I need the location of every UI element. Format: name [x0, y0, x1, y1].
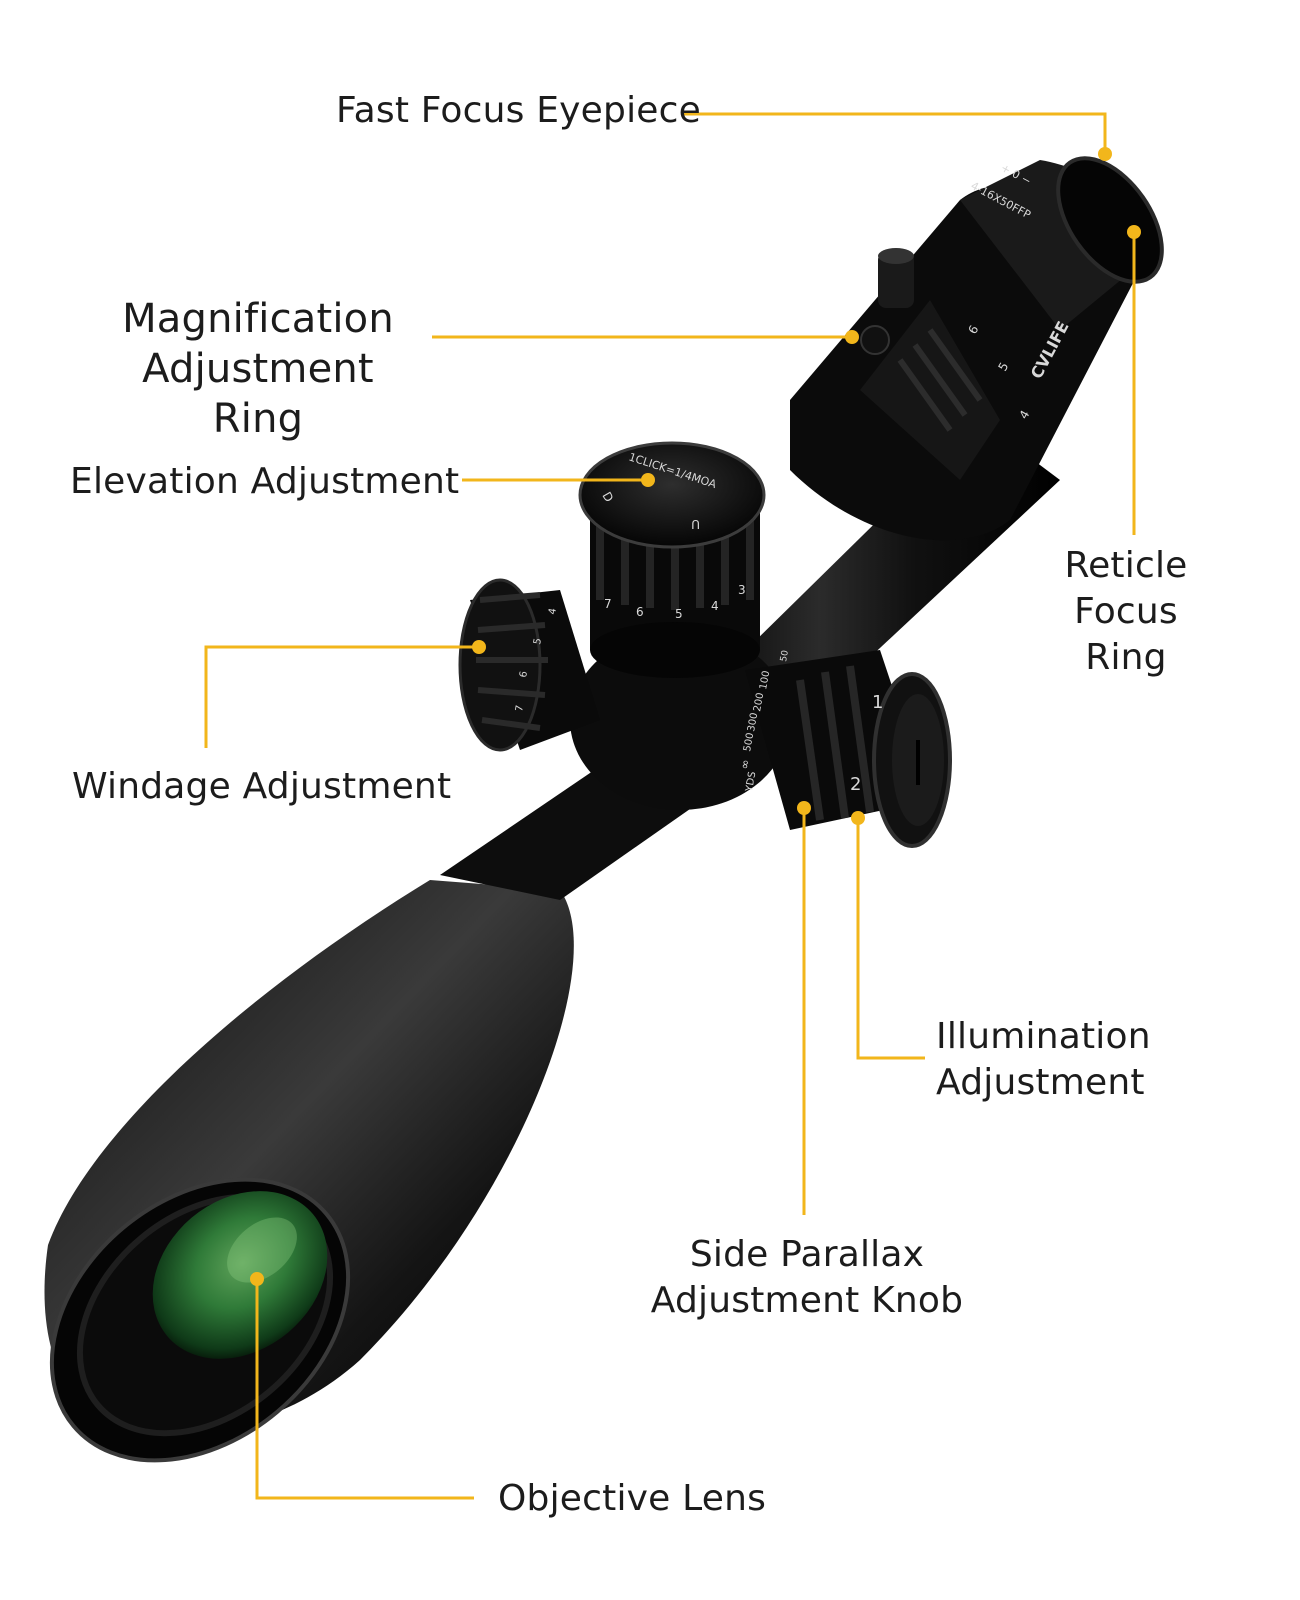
- callout-dot-elevation: [641, 473, 655, 487]
- windage-number: 7: [514, 704, 526, 712]
- callout-dot-windage: [472, 640, 486, 654]
- callout-dot-magnification: [845, 330, 859, 344]
- callout-dot-objective: [250, 1272, 264, 1286]
- callout-dots: [250, 147, 1141, 1286]
- windage-turret: [458, 578, 600, 752]
- parallax-mark: ∞: [737, 758, 753, 770]
- parallax-mark: 50: [779, 649, 791, 662]
- parallax-mark: 200: [752, 692, 766, 713]
- magnification-lever: [860, 248, 914, 355]
- eyepiece-body: [790, 156, 1164, 541]
- callout-dot-illumination: [851, 811, 865, 825]
- parallax-mark: 100: [758, 670, 772, 691]
- windage-number: 4: [547, 607, 559, 615]
- objective-lens-glass: [152, 1191, 328, 1359]
- illumination-number: 1: [872, 692, 883, 713]
- illumination-number: 2: [850, 774, 861, 795]
- elevation-dir-up: U: [691, 517, 700, 531]
- label-fast-focus-eyepiece: Fast Focus Eyepiece: [336, 90, 701, 131]
- label-illumination-adjustment: Illumination Adjustment: [936, 1016, 1151, 1103]
- callout-line-illumination: [856, 818, 925, 1060]
- callout-dot-reticle: [1127, 225, 1141, 239]
- parallax-mark: 500: [742, 732, 756, 753]
- label-reticle-focus-ring: Reticle Focus Ring: [1064, 545, 1188, 678]
- callout-lines: [204, 112, 1136, 1500]
- parallax-mark: YDS: [744, 771, 759, 794]
- elevation-number: 6: [636, 605, 644, 619]
- label-windage-adjustment: Windage Adjustment: [72, 766, 452, 807]
- elevation-number: 5: [675, 607, 683, 621]
- windage-number: 6: [518, 670, 530, 678]
- label-elevation-adjustment: Elevation Adjustment: [70, 461, 460, 502]
- callout-dot-parallax: [797, 801, 811, 815]
- callout-dot-eyepiece: [1098, 147, 1112, 161]
- parallax-mark: 300: [746, 712, 760, 733]
- side-parallax-turret: [745, 650, 952, 848]
- label-side-parallax-adjustment-knob: Side Parallax Adjustment Knob: [650, 1234, 964, 1321]
- objective-bell: [44, 705, 760, 1463]
- label-magnification-adjustment-ring: Magnification Adjustment Ring: [122, 296, 394, 442]
- elevation-number: 3: [738, 583, 746, 597]
- elevation-turret: [578, 441, 766, 678]
- windage-number: 5: [532, 637, 544, 645]
- callout-line-windage: [204, 645, 479, 748]
- label-objective-lens: Objective Lens: [498, 1478, 767, 1519]
- elevation-number: 7: [604, 597, 612, 611]
- callout-line-objective: [255, 1279, 474, 1500]
- elevation-number: 4: [711, 599, 719, 613]
- callout-line-eyepiece: [684, 112, 1107, 154]
